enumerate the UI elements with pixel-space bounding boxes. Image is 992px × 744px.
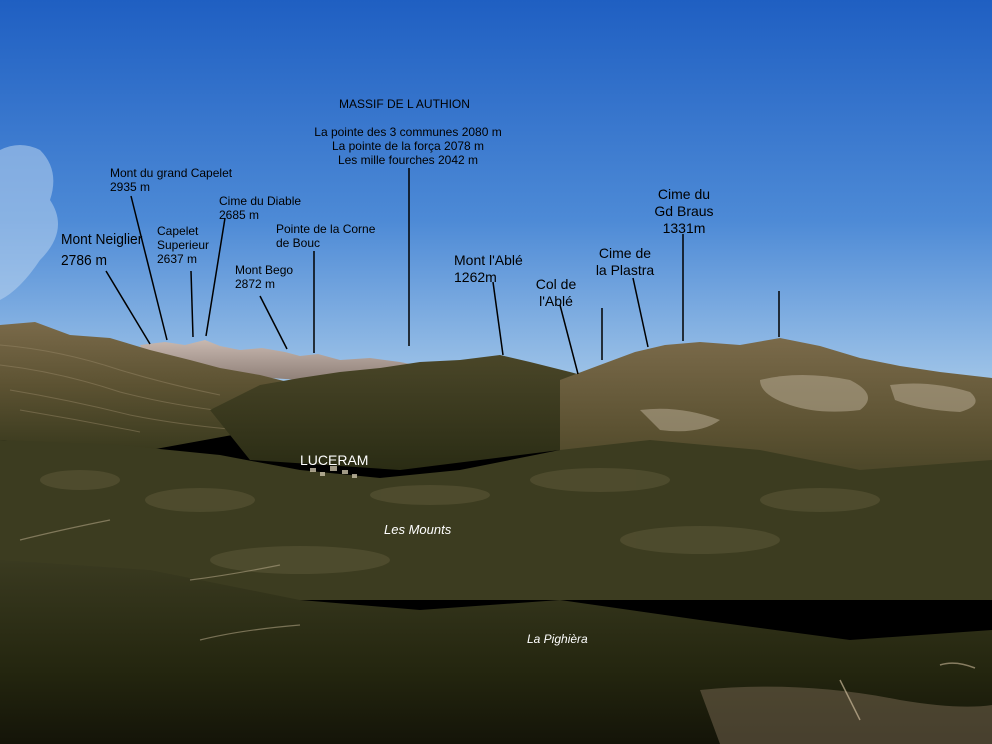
label-la-pighiera: La Pighièra [527, 632, 588, 646]
haze-cloud [0, 145, 58, 300]
label-luceram: LUCERAM [300, 452, 369, 468]
label-grand-capelet: Mont du grand Capelet 2935 m [110, 166, 233, 194]
pointer-col-able [559, 304, 579, 375]
label-cime-gd-braus: Cime du Gd Braus 1331m [654, 186, 714, 236]
label-col-able: Col de l'Ablé [535, 276, 577, 309]
pointer-plastra [632, 277, 649, 348]
label-corne-de-bouc: Pointe de la Corne de Bouc [276, 222, 376, 250]
pointer-mont-able [492, 281, 504, 356]
label-les-mounts: Les Mounts [384, 522, 452, 537]
pointer-lines [105, 168, 780, 375]
label-massif-peaks: La pointe des 3 communes 2080 m La point… [314, 125, 502, 167]
pointer-capelet-superieur [190, 270, 194, 338]
label-massif-title: MASSIF DE L AUTHION [339, 97, 470, 111]
label-cime-plastra: Cime de la Plastra [595, 245, 655, 278]
label-capelet-superieur: Capelet Superieur 2637 m [157, 224, 210, 266]
label-mont-neiglier: Mont Neiglier 2786 m [61, 231, 143, 269]
label-mont-able: Mont l'Ablé 1262m [454, 252, 523, 285]
label-cime-diable: Cime du Diable 2685 m [219, 194, 302, 222]
pointer-bego [259, 295, 288, 350]
village-luceram [310, 466, 357, 478]
sky [0, 0, 992, 400]
pointer-grand-capelet [130, 195, 168, 341]
pointer-cime-diable [205, 217, 226, 337]
label-mont-bego: Mont Bego 2872 m [235, 263, 294, 291]
central-ridge [210, 355, 620, 470]
pointer-neiglier [105, 270, 151, 345]
